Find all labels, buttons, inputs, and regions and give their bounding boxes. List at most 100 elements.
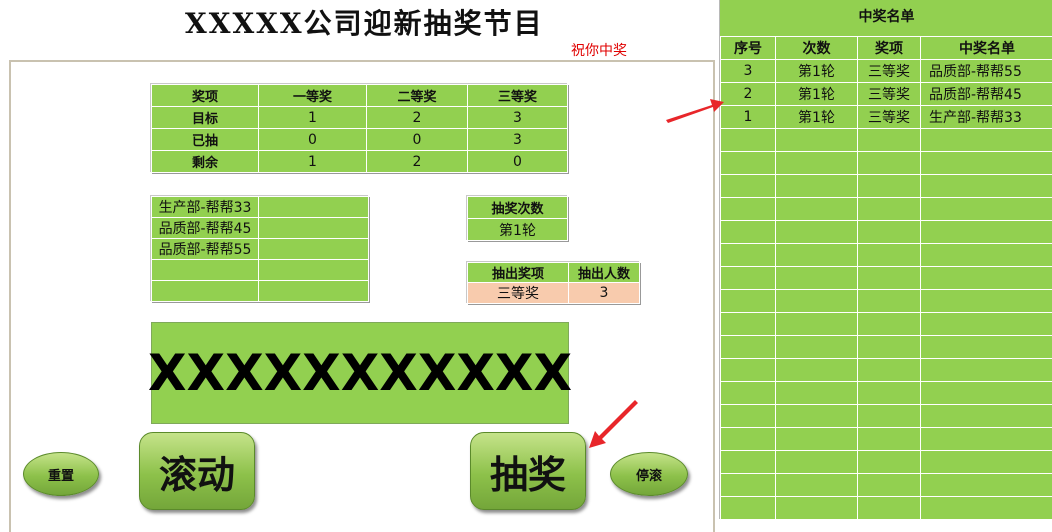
winner-name[interactable]: 品质部-帮帮45	[921, 83, 1052, 106]
draw-count-value[interactable]: 3	[569, 283, 640, 304]
empty-cell[interactable]	[921, 313, 1052, 336]
empty-cell[interactable]	[858, 290, 921, 313]
candidate-cell[interactable]	[152, 281, 259, 302]
winner-round[interactable]: 第1轮	[776, 60, 858, 83]
prize-cell[interactable]: 3	[468, 107, 568, 129]
empty-cell[interactable]	[921, 198, 1052, 221]
empty-cell[interactable]	[776, 267, 858, 290]
empty-cell[interactable]	[721, 244, 776, 267]
empty-cell[interactable]	[858, 313, 921, 336]
empty-cell[interactable]	[858, 198, 921, 221]
empty-cell[interactable]	[776, 336, 858, 359]
draw-round-value[interactable]: 第1轮	[468, 219, 568, 241]
reset-button[interactable]: 重置	[23, 452, 99, 496]
winner-prize[interactable]: 三等奖	[858, 106, 921, 129]
empty-cell[interactable]	[776, 428, 858, 451]
empty-cell[interactable]	[721, 175, 776, 198]
prize-cell[interactable]: 1	[259, 107, 367, 129]
empty-cell[interactable]	[776, 497, 858, 520]
empty-cell[interactable]	[776, 152, 858, 175]
empty-cell[interactable]	[721, 267, 776, 290]
empty-cell[interactable]	[858, 129, 921, 152]
empty-cell[interactable]	[776, 244, 858, 267]
empty-cell[interactable]	[921, 267, 1052, 290]
empty-cell[interactable]	[921, 175, 1052, 198]
empty-cell[interactable]	[858, 405, 921, 428]
empty-cell[interactable]	[721, 290, 776, 313]
empty-cell[interactable]	[858, 221, 921, 244]
empty-cell[interactable]	[921, 359, 1052, 382]
empty-cell[interactable]	[858, 175, 921, 198]
empty-cell[interactable]	[921, 382, 1052, 405]
empty-cell[interactable]	[858, 428, 921, 451]
prize-cell[interactable]: 1	[259, 151, 367, 173]
empty-cell[interactable]	[858, 267, 921, 290]
winner-name[interactable]: 品质部-帮帮55	[921, 60, 1052, 83]
empty-cell[interactable]	[776, 175, 858, 198]
draw-prize-value[interactable]: 三等奖	[468, 283, 569, 304]
candidate-cell[interactable]	[152, 260, 259, 281]
prize-cell[interactable]: 0	[259, 129, 367, 151]
empty-cell[interactable]	[721, 405, 776, 428]
empty-cell[interactable]	[259, 218, 369, 239]
prize-cell[interactable]: 3	[468, 129, 568, 151]
empty-cell[interactable]	[921, 244, 1052, 267]
empty-cell[interactable]	[776, 359, 858, 382]
candidate-cell[interactable]: 品质部-帮帮55	[152, 239, 259, 260]
candidate-cell[interactable]: 生产部-帮帮33	[152, 197, 259, 218]
empty-cell[interactable]	[776, 474, 858, 497]
empty-cell[interactable]	[721, 313, 776, 336]
roll-button[interactable]: 滚动	[139, 432, 255, 510]
empty-cell[interactable]	[858, 382, 921, 405]
stop-button[interactable]: 停滚	[610, 452, 688, 496]
winner-name[interactable]: 生产部-帮帮33	[921, 106, 1052, 129]
empty-cell[interactable]	[721, 221, 776, 244]
empty-cell[interactable]	[259, 260, 369, 281]
empty-cell[interactable]	[776, 405, 858, 428]
empty-cell[interactable]	[921, 221, 1052, 244]
empty-cell[interactable]	[721, 198, 776, 221]
winner-prize[interactable]: 三等奖	[858, 83, 921, 106]
empty-cell[interactable]	[721, 497, 776, 520]
empty-cell[interactable]	[858, 451, 921, 474]
empty-cell[interactable]	[721, 474, 776, 497]
empty-cell[interactable]	[858, 152, 921, 175]
empty-cell[interactable]	[776, 129, 858, 152]
prize-cell[interactable]: 2	[367, 107, 468, 129]
empty-cell[interactable]	[776, 198, 858, 221]
empty-cell[interactable]	[921, 428, 1052, 451]
winner-round[interactable]: 第1轮	[776, 83, 858, 106]
empty-cell[interactable]	[721, 336, 776, 359]
empty-cell[interactable]	[858, 336, 921, 359]
empty-cell[interactable]	[776, 290, 858, 313]
empty-cell[interactable]	[776, 382, 858, 405]
empty-cell[interactable]	[721, 382, 776, 405]
winner-round[interactable]: 第1轮	[776, 106, 858, 129]
empty-cell[interactable]	[259, 281, 369, 302]
empty-cell[interactable]	[921, 290, 1052, 313]
empty-cell[interactable]	[776, 221, 858, 244]
empty-cell[interactable]	[921, 336, 1052, 359]
empty-cell[interactable]	[858, 474, 921, 497]
empty-cell[interactable]	[776, 451, 858, 474]
empty-cell[interactable]	[721, 152, 776, 175]
empty-cell[interactable]	[921, 474, 1052, 497]
empty-cell[interactable]	[921, 497, 1052, 520]
empty-cell[interactable]	[259, 239, 369, 260]
empty-cell[interactable]	[259, 197, 369, 218]
prize-cell[interactable]: 2	[367, 151, 468, 173]
empty-cell[interactable]	[721, 428, 776, 451]
empty-cell[interactable]	[858, 359, 921, 382]
empty-cell[interactable]	[921, 152, 1052, 175]
winner-prize[interactable]: 三等奖	[858, 60, 921, 83]
empty-cell[interactable]	[921, 405, 1052, 428]
candidate-cell[interactable]: 品质部-帮帮45	[152, 218, 259, 239]
winner-index[interactable]: 3	[721, 60, 776, 83]
prize-cell[interactable]: 0	[468, 151, 568, 173]
empty-cell[interactable]	[776, 313, 858, 336]
empty-cell[interactable]	[721, 451, 776, 474]
empty-cell[interactable]	[721, 359, 776, 382]
prize-cell[interactable]: 0	[367, 129, 468, 151]
empty-cell[interactable]	[721, 129, 776, 152]
empty-cell[interactable]	[858, 497, 921, 520]
